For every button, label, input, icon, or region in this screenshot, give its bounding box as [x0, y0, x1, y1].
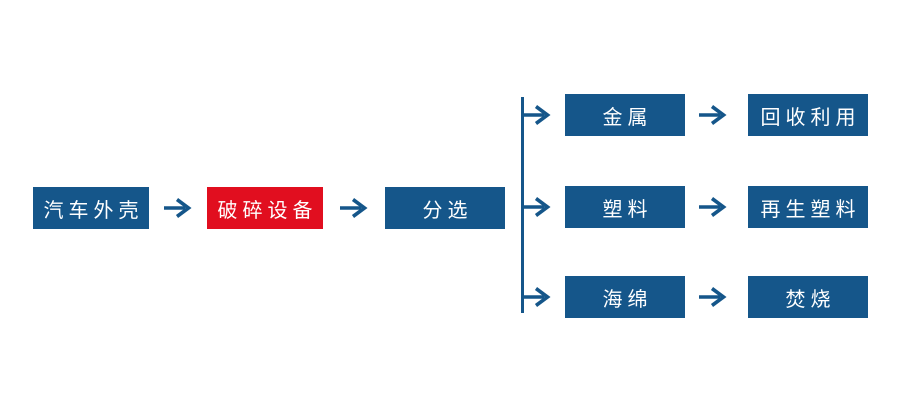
node-crushing-equipment: 破碎设备 [207, 187, 323, 229]
right-arrow-icon [164, 198, 192, 218]
branch-arrow-icon [522, 197, 551, 217]
node-recycling: 回收利用 [748, 94, 868, 136]
node-plastic: 塑料 [565, 186, 685, 228]
node-car-shell: 汽车外壳 [33, 187, 149, 229]
node-metal: 金属 [565, 94, 685, 136]
node-recycled-plastic: 再生塑料 [748, 186, 868, 228]
node-sponge: 海绵 [565, 276, 685, 318]
branch-connector-line [521, 97, 524, 313]
right-arrow-icon [699, 287, 727, 307]
branch-arrow-icon [522, 287, 551, 307]
branch-arrow-icon [522, 105, 551, 125]
node-incineration: 焚烧 [748, 276, 868, 318]
node-sorting: 分选 [385, 187, 505, 229]
right-arrow-icon [699, 197, 727, 217]
right-arrow-icon [340, 198, 368, 218]
right-arrow-icon [699, 105, 727, 125]
